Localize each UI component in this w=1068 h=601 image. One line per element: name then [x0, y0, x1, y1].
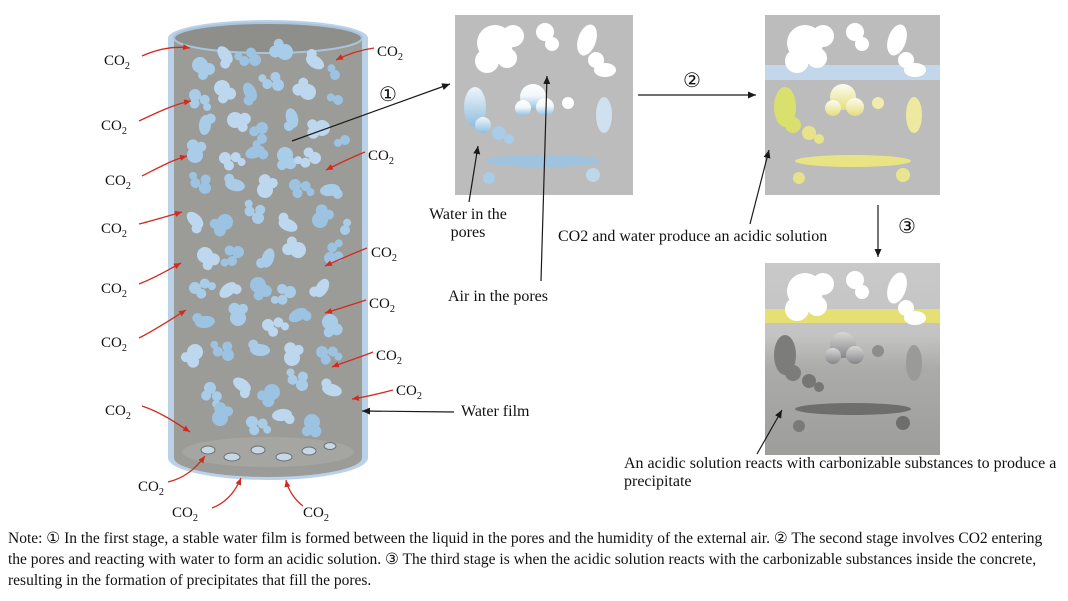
precipitate-label: An acidic solution reacts with carboniza… — [624, 455, 1057, 491]
stage3-panel — [765, 263, 940, 455]
stage1-number: ① — [379, 82, 397, 106]
flow-arrows — [291, 75, 882, 455]
co2-label: CO2 — [101, 118, 127, 137]
co2-label: CO2 — [368, 148, 394, 167]
acidic-solution-label: CO2 and water produce an acidic solution — [558, 228, 828, 245]
co2-label: CO2 — [371, 245, 397, 264]
co2-label: CO2 — [369, 296, 395, 315]
water-in-pores-label: Water in the pores — [429, 206, 507, 242]
co2-label: CO2 — [105, 173, 131, 192]
co2-label: CO2 — [376, 348, 402, 367]
arrow-acidic — [749, 149, 771, 225]
co2-label: CO2 — [101, 281, 127, 300]
cylinder-top-face — [173, 22, 363, 54]
arrow-to-stage1 — [291, 83, 451, 142]
concrete-cylinder — [168, 20, 368, 480]
co2-label: CO2 — [101, 335, 127, 354]
co2-label: CO2 — [105, 403, 131, 422]
co2-label: CO2 — [138, 479, 164, 498]
co2-label: CO2 — [377, 44, 403, 63]
stage3-number: ③ — [898, 214, 916, 238]
co2-label: CO2 — [101, 221, 127, 240]
water-film-label: Water film — [461, 403, 530, 420]
arrow-water-pores — [468, 145, 481, 203]
arrow-air-pores — [540, 75, 551, 282]
stage2-panel — [765, 15, 940, 195]
stage2-number: ② — [683, 68, 701, 92]
figure-note: Note: ① In the first stage, a stable wat… — [8, 530, 1043, 590]
co2-label: CO2 — [172, 505, 198, 524]
air-in-pores-label: Air in the pores — [448, 288, 548, 305]
co2-label: CO2 — [303, 505, 329, 524]
arrow-precipitate — [756, 409, 783, 455]
co2-arrows — [138, 44, 394, 509]
bottom-pores — [200, 442, 337, 462]
co2-label: CO2 — [396, 383, 422, 402]
co2-label: CO2 — [104, 53, 130, 72]
arrow-water-film — [361, 407, 455, 415]
